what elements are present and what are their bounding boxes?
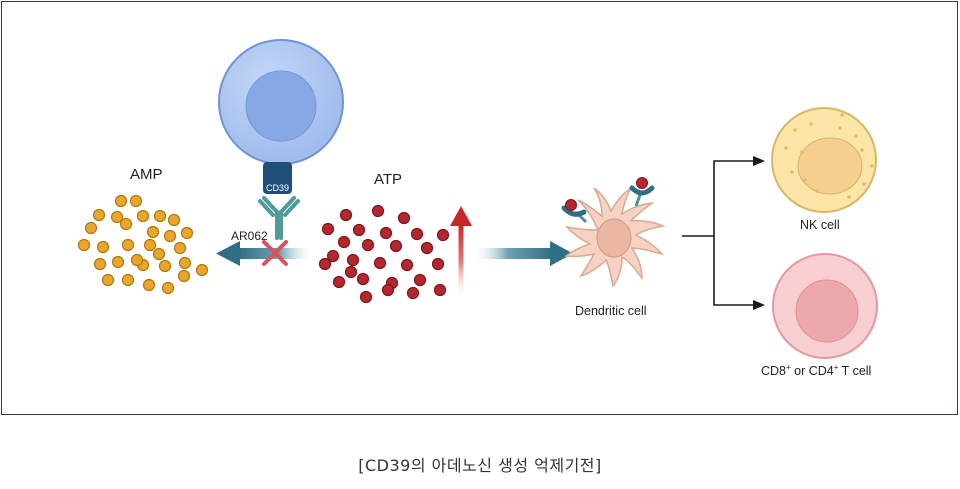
amp-dot [114,194,128,208]
amp-dot [152,247,166,261]
atp-dot [337,235,351,249]
atp-to-dendritic-arrow [472,241,573,266]
branch-arrows [682,160,754,306]
atp-dot [431,257,445,271]
atp-dot [359,290,373,304]
nk-cell-label: NK cell [800,218,840,232]
amp-dot [101,273,115,287]
amp-dot [161,281,175,295]
amp-dot [111,255,125,269]
amp-dot [92,208,106,222]
atp-dot [410,227,424,241]
amp-molecule-cluster [77,194,209,295]
amp-dot [158,259,172,273]
nk-granule [809,122,813,126]
nk-cell [771,107,877,213]
atp-dot [420,241,434,255]
nk-granule [838,126,842,130]
arrowhead-to-nk [753,156,765,166]
nk-granule [862,182,866,186]
cd8-plus: + [786,363,791,372]
nk-granule [870,164,874,168]
nk-granule [790,170,794,174]
dendritic-receptor-right [629,177,655,207]
cd39-label: CD39 [266,183,290,193]
atp-dot [339,208,353,222]
amp-dot [93,257,107,271]
nk-granule [793,128,797,132]
amp-dot [153,209,167,223]
nk-granule [854,134,858,138]
amp-dot [195,263,209,277]
cd39-expressing-cell [218,39,344,194]
amp-dot [177,269,191,283]
amp-dot [121,238,135,252]
dendritic-receptor-left [561,199,588,224]
atp-dot [373,256,387,270]
t-cell [772,253,878,359]
atp-dot [379,226,393,240]
dendritic-cell-label: Dendritic cell [575,304,647,318]
atp-dot [400,258,414,272]
amp-dot [178,256,192,270]
atp-dot [344,265,358,279]
atp-dot [352,223,366,237]
amp-dot [77,238,91,252]
amp-dot [121,273,135,287]
inhibition-cross-icon [262,240,288,266]
amp-dot [173,241,187,255]
amp-dot [142,278,156,292]
t-cell-text: T cell [838,364,872,379]
atp-label: ATP [374,171,403,188]
atp-dot [413,273,427,287]
atp-dot [371,204,385,218]
nk-granule [784,146,788,150]
amp-dot [119,217,133,231]
cd4-text: or CD4 [790,364,834,379]
figure-frame: AMP ATP CD39 AR062 Dendritic cell NK cel… [1,1,958,415]
nk-granule [860,148,864,152]
atp-dot [361,238,375,252]
t-cell-label: CD8+ or CD4+ T cell [761,363,871,378]
nk-granule [800,150,804,154]
atp-dot [318,257,332,271]
amp-dot [129,194,143,208]
amp-dot [180,226,194,240]
atp-dot [436,228,450,242]
atp-dot [389,239,403,253]
cd4-plus: + [833,363,839,372]
amp-dot [130,253,144,267]
amp-dot [110,210,124,224]
nk-granule [847,195,851,199]
cd8-text: CD8 [761,364,787,379]
atp-molecule-cluster [318,204,450,304]
amp-dot [163,229,177,243]
ar062-label: AR062 [231,229,268,243]
atp-dot [433,283,447,297]
atp-dot [406,286,420,300]
nk-granule [815,189,819,193]
amp-dot [143,238,157,252]
atp-increase-arrow-icon [450,206,472,300]
atp-dot [381,283,395,297]
amp-label: AMP [130,166,163,183]
dendritic-cell [564,187,666,288]
amp-dot [136,209,150,223]
atp-dot [326,249,340,263]
mechanism-diagram [77,39,878,359]
amp-dot [96,240,110,254]
atp-dot [332,275,346,289]
amp-dot [167,213,181,227]
anti-cd39-antibody [258,196,300,240]
arrowhead-to-t-cell [753,300,765,310]
nk-granule [840,113,844,117]
figure-caption: [CD39의 아데노신 생성 억제기전] [358,456,602,475]
amp-dot [84,221,98,235]
atp-dot [321,222,335,236]
nk-granule [803,178,807,182]
atp-dot [346,253,360,267]
atp-dot [356,272,370,286]
atp-dot [397,211,411,225]
amp-dot [146,225,160,239]
